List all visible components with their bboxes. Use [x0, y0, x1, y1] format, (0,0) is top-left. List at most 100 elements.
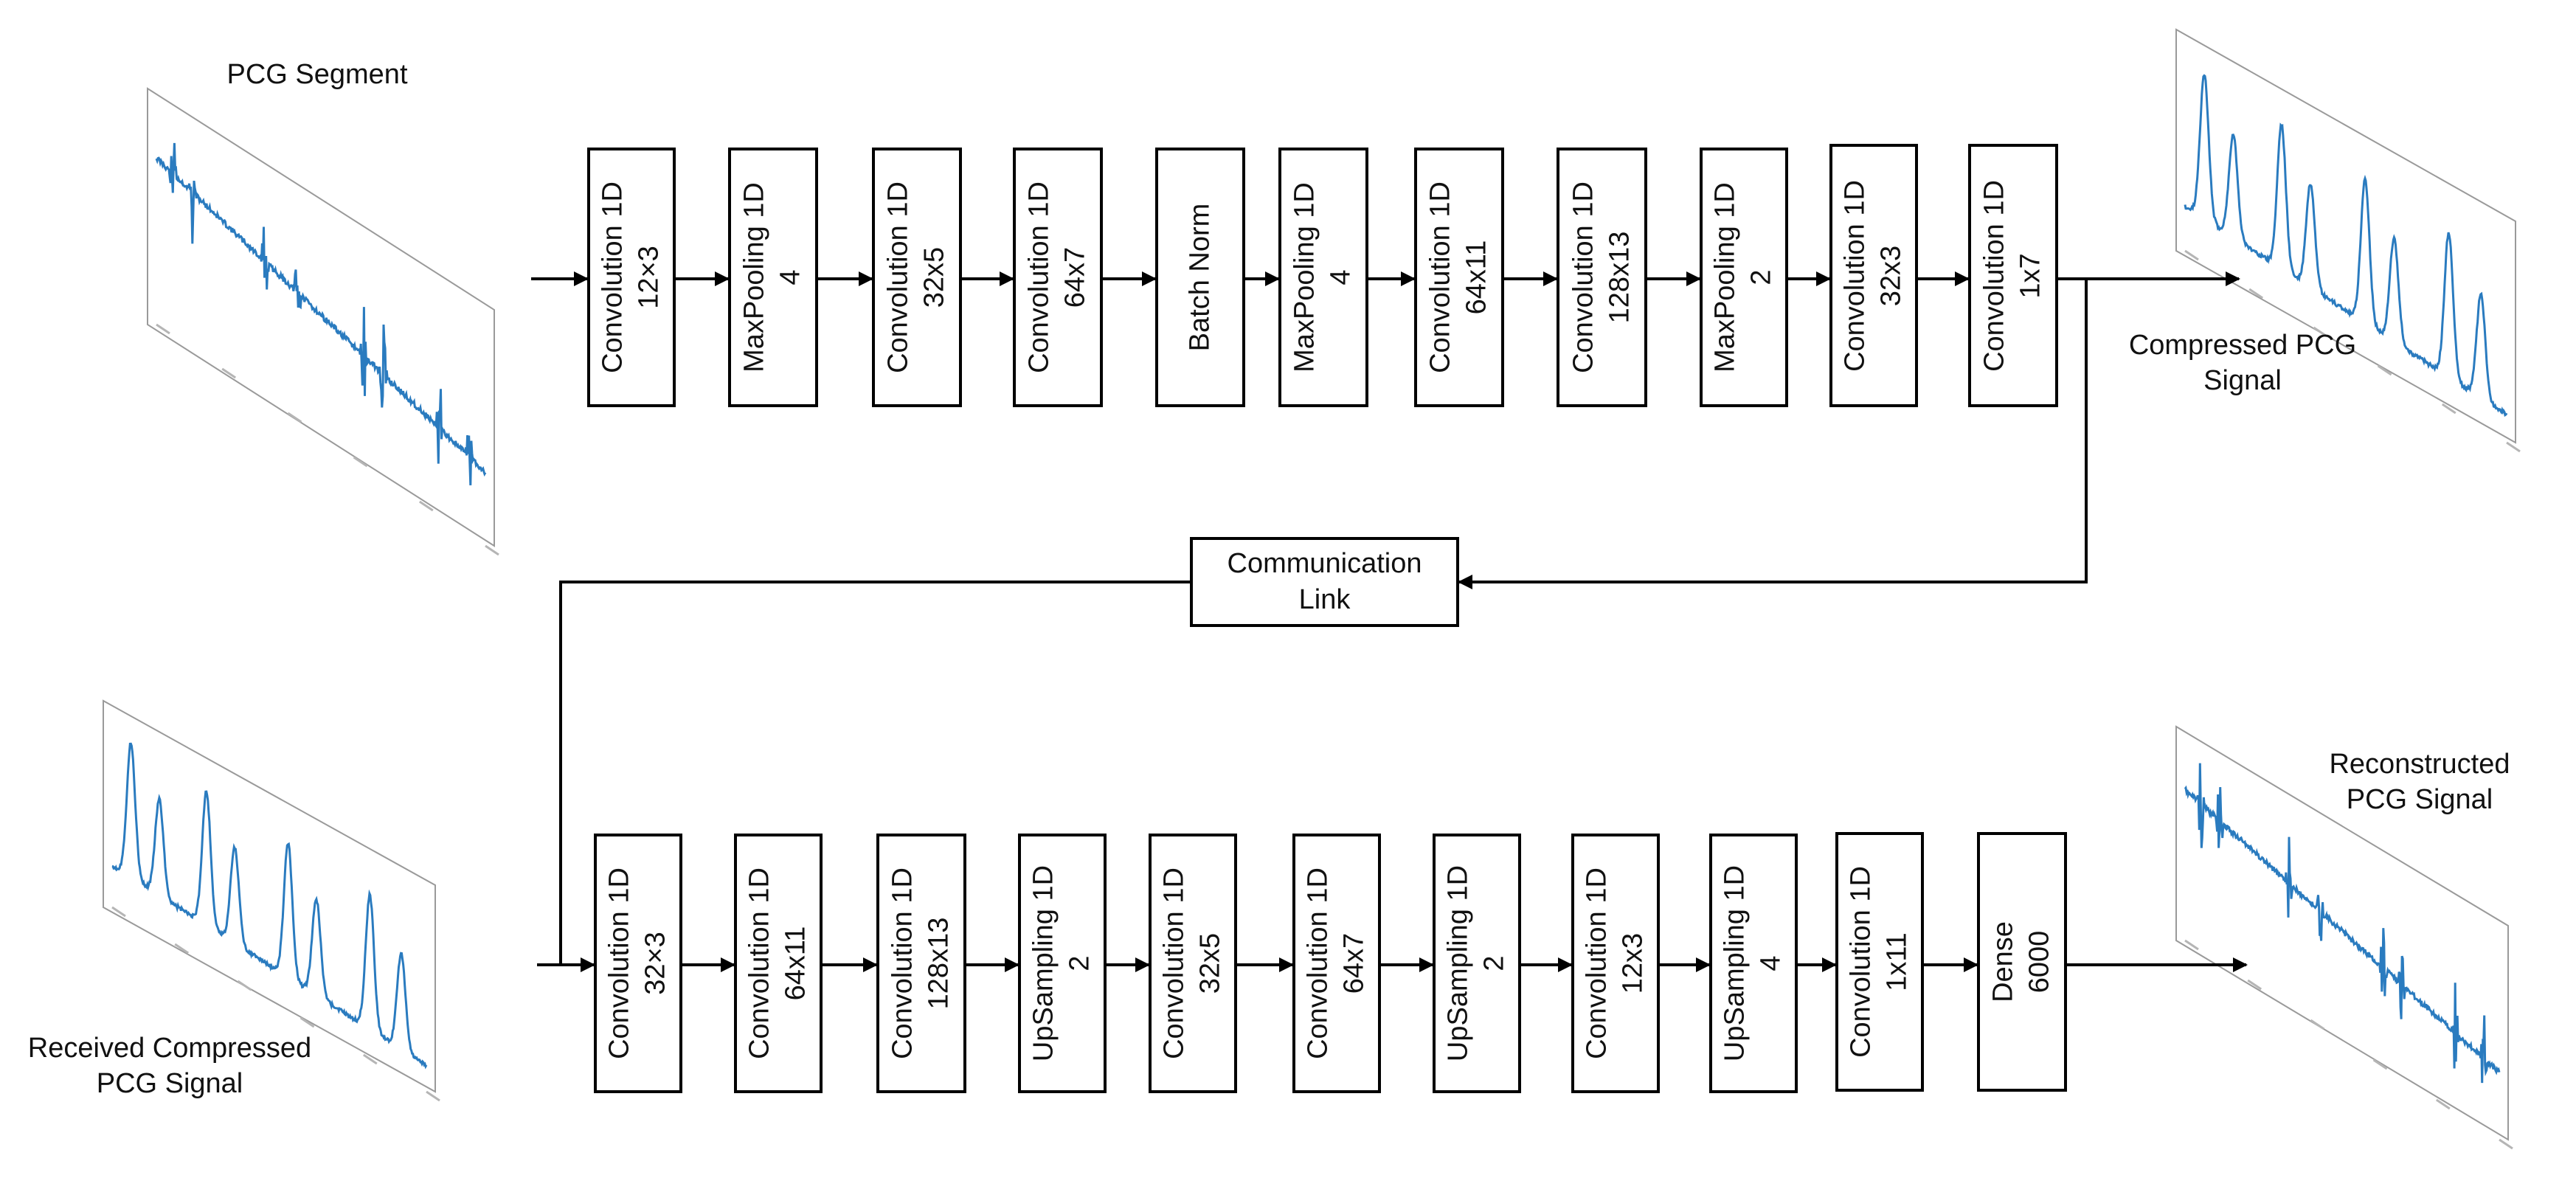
encoder-layer-5: Batch Norm [1155, 148, 1245, 407]
arrow-to-communication-link [1458, 279, 2088, 589]
layer-name: Convolution 1D [1023, 181, 1055, 373]
layer-param: 32x5 [919, 246, 950, 308]
layer-param: 64x11 [780, 926, 811, 1001]
communication-link-line1: Communication [1227, 547, 1422, 579]
layer-param: 1x7 [2015, 252, 2046, 299]
layer-name: Convolution 1D [597, 181, 629, 373]
signal-plots [103, 28, 2521, 1150]
layer-name: Convolution 1D [1845, 866, 1877, 1058]
layer-param: 12×3 [634, 246, 665, 309]
layer-name: Convolution 1D [887, 867, 918, 1059]
layer-label: MaxPooling 1D 4 [1287, 182, 1360, 373]
received-signal-plot [103, 699, 440, 1102]
layer-label: UpSampling 1D 4 [1717, 865, 1790, 1061]
reconstructed-signal-plot [2175, 725, 2513, 1150]
layer-param: 2 [1064, 955, 1095, 971]
communication-link-line2: Link [1298, 584, 1351, 615]
layer-param: 2 [1746, 269, 1777, 285]
compressed-signal-label: Compressed PCG Signal [2095, 328, 2390, 398]
layer-param: 32x5 [1195, 932, 1226, 994]
decoder-layer-7: UpSampling 1D 2 [1433, 834, 1521, 1093]
pcg-segment-label: PCG Segment [226, 59, 408, 90]
layer-name: MaxPooling 1D [738, 182, 770, 373]
encoder-layer-9: MaxPooling 1D 2 [1700, 148, 1788, 407]
reconstructed-label-line2: PCG Signal [2346, 783, 2493, 815]
layer-name: Batch Norm [1184, 203, 1216, 352]
layer-name: MaxPooling 1D [1709, 182, 1741, 373]
received-label-line2: PCG Signal [96, 1067, 243, 1099]
received-label-line1: Received Compressed [27, 1033, 312, 1064]
layer-name: Convolution 1D [603, 867, 635, 1059]
pcg-segment-plot [147, 87, 499, 556]
layer-name: Convolution 1D [1424, 181, 1456, 373]
decoder-layer-9: UpSampling 1D 4 [1709, 834, 1798, 1093]
layer-name: UpSampling 1D [1719, 865, 1751, 1062]
layer-name: Convolution 1D [1839, 179, 1871, 372]
received-signal-label: Received Compressed PCG Signal [7, 1031, 332, 1101]
layer-param: 32×3 [640, 932, 671, 995]
layer-name: Dense [1987, 921, 2019, 1002]
layer-param: 64x7 [1060, 246, 1091, 308]
layer-name: Convolution 1D [1158, 867, 1190, 1059]
layer-param: 32x3 [1876, 245, 1907, 306]
compressed-label-line2: Signal [2203, 364, 2282, 396]
layer-name: Convolution 1D [1978, 179, 2010, 372]
connectors [531, 271, 2248, 972]
layer-name: Convolution 1D [882, 181, 914, 373]
layer-param: 4 [775, 269, 806, 285]
layer-name: Convolution 1D [1581, 867, 1613, 1059]
layer-name: Convolution 1D [744, 867, 775, 1059]
compressed-signal-plot [2175, 28, 2521, 453]
communication-link-box: Communication Link [1190, 537, 1459, 627]
encoder-layer-2: MaxPooling 1D 4 [728, 148, 818, 407]
layer-label: MaxPooling 1D 2 [1708, 182, 1781, 373]
layer-label: UpSampling 1D 2 [1441, 865, 1514, 1061]
layer-param: 6000 [2024, 930, 2055, 994]
layer-param: 128x13 [1604, 231, 1635, 324]
encoder-layer-6: MaxPooling 1D 4 [1278, 148, 1368, 407]
layer-param: 4 [1326, 269, 1357, 285]
layer-param: 64x7 [1339, 932, 1370, 994]
layer-param: 2 [1479, 955, 1510, 971]
layer-name: UpSampling 1D [1442, 865, 1474, 1062]
layer-name: MaxPooling 1D [1289, 182, 1320, 373]
layer-param: 1x11 [1882, 932, 1913, 991]
compressed-label-line1: Compressed PCG [2128, 330, 2357, 361]
layer-param: 4 [1756, 955, 1787, 971]
layer-param: 128x13 [924, 917, 955, 1010]
layer-name: Convolution 1D [1568, 181, 1599, 373]
layer-label: MaxPooling 1D 4 [737, 182, 810, 373]
layer-name: Convolution 1D [1302, 867, 1334, 1059]
reconstructed-signal-label: Reconstructed PCG Signal [2287, 747, 2552, 817]
